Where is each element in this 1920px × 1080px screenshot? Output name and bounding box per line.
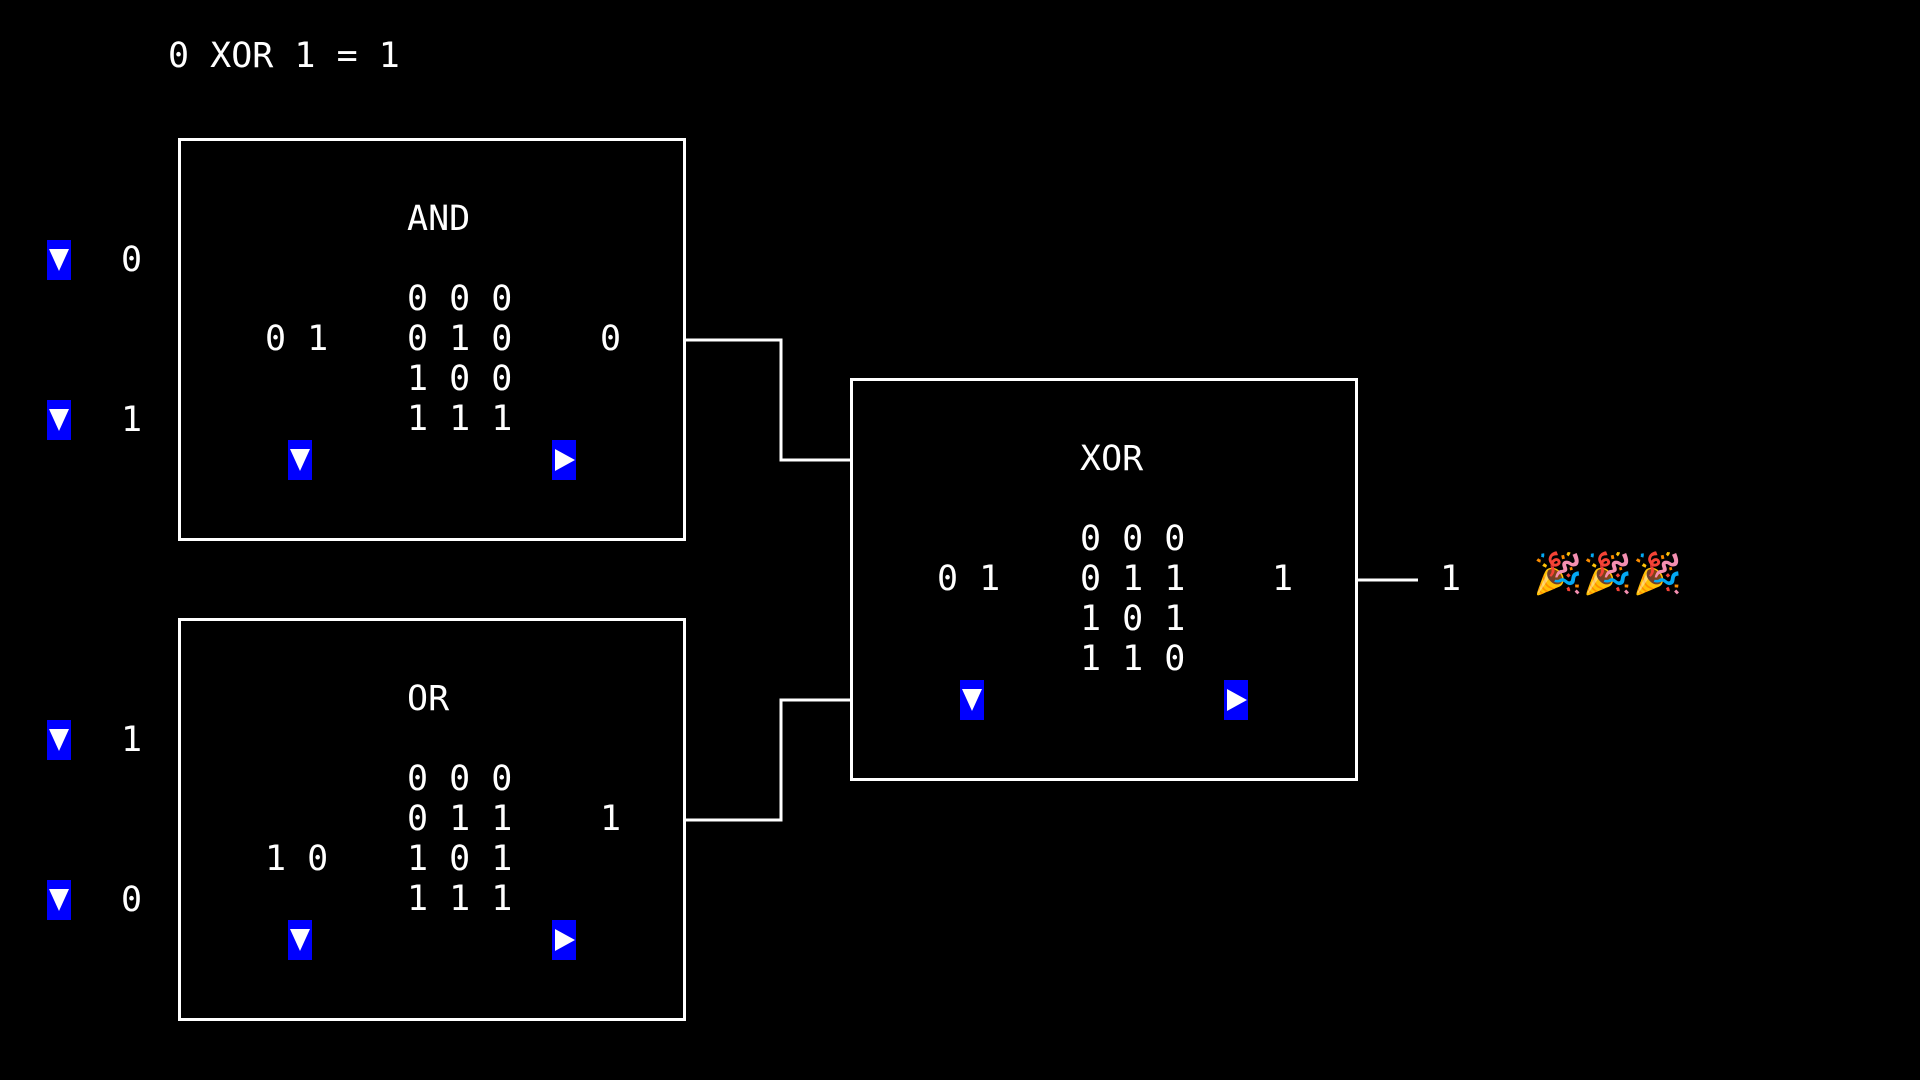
or-gate-next-button[interactable] bbox=[552, 920, 576, 960]
and-truth-row-4: 1 1 1 bbox=[407, 399, 513, 439]
xor-gate-box bbox=[850, 378, 1358, 781]
xor-truth-row-2: 0 1 1 bbox=[1080, 559, 1186, 599]
input-value-4: 0 bbox=[121, 880, 143, 920]
and-truth-row-3: 1 0 0 bbox=[407, 359, 513, 399]
input-toggle-2[interactable] bbox=[47, 400, 71, 440]
input-value-2: 1 bbox=[121, 400, 143, 440]
and-gate-title: AND bbox=[407, 199, 471, 239]
xor-gate-inputs: 0 1 bbox=[937, 559, 1001, 599]
wire-or-to-xor bbox=[685, 698, 852, 822]
or-truth-row-1: 0 0 0 bbox=[407, 759, 513, 799]
triangle-down-icon bbox=[49, 729, 69, 751]
equation-text: 0 XOR 1 = 1 bbox=[168, 36, 400, 76]
or-truth-row-3: 1 0 1 bbox=[407, 839, 513, 879]
triangle-down-icon bbox=[49, 409, 69, 431]
xor-truth-row-4: 1 1 0 bbox=[1080, 639, 1186, 679]
xor-gate-toggle-button[interactable] bbox=[960, 680, 984, 720]
triangle-down-icon bbox=[290, 929, 310, 951]
and-truth-row-2: 0 1 0 bbox=[407, 319, 513, 359]
or-gate-title: OR bbox=[407, 679, 450, 719]
input-toggle-1[interactable] bbox=[47, 240, 71, 280]
wire-and-to-xor bbox=[685, 338, 852, 462]
party-popper-icon: 🎉🎉🎉 bbox=[1533, 551, 1683, 597]
xor-gate-output: 1 bbox=[1272, 559, 1294, 599]
and-gate-output: 0 bbox=[600, 319, 622, 359]
triangle-down-icon bbox=[290, 449, 310, 471]
xor-gate-title: XOR bbox=[1080, 439, 1144, 479]
xor-truth-row-3: 1 0 1 bbox=[1080, 599, 1186, 639]
input-value-1: 0 bbox=[121, 240, 143, 280]
or-gate-box bbox=[178, 618, 686, 1021]
and-gate-next-button[interactable] bbox=[552, 440, 576, 480]
and-gate-toggle-button[interactable] bbox=[288, 440, 312, 480]
triangle-down-icon bbox=[49, 249, 69, 271]
final-output-value: 1 bbox=[1440, 559, 1462, 599]
and-gate-box bbox=[178, 138, 686, 541]
triangle-right-icon bbox=[555, 929, 575, 951]
input-toggle-4[interactable] bbox=[47, 880, 71, 920]
triangle-down-icon bbox=[49, 889, 69, 911]
or-gate-output: 1 bbox=[600, 799, 622, 839]
or-truth-row-2: 0 1 1 bbox=[407, 799, 513, 839]
or-gate-toggle-button[interactable] bbox=[288, 920, 312, 960]
xor-truth-row-1: 0 0 0 bbox=[1080, 519, 1186, 559]
xor-gate-next-button[interactable] bbox=[1224, 680, 1248, 720]
triangle-down-icon bbox=[962, 689, 982, 711]
input-toggle-3[interactable] bbox=[47, 720, 71, 760]
triangle-right-icon bbox=[1227, 689, 1247, 711]
or-truth-row-4: 1 1 1 bbox=[407, 879, 513, 919]
input-value-3: 1 bbox=[121, 720, 143, 760]
triangle-right-icon bbox=[555, 449, 575, 471]
or-gate-inputs: 1 0 bbox=[265, 839, 329, 879]
and-truth-row-1: 0 0 0 bbox=[407, 279, 513, 319]
and-gate-inputs: 0 1 bbox=[265, 319, 329, 359]
